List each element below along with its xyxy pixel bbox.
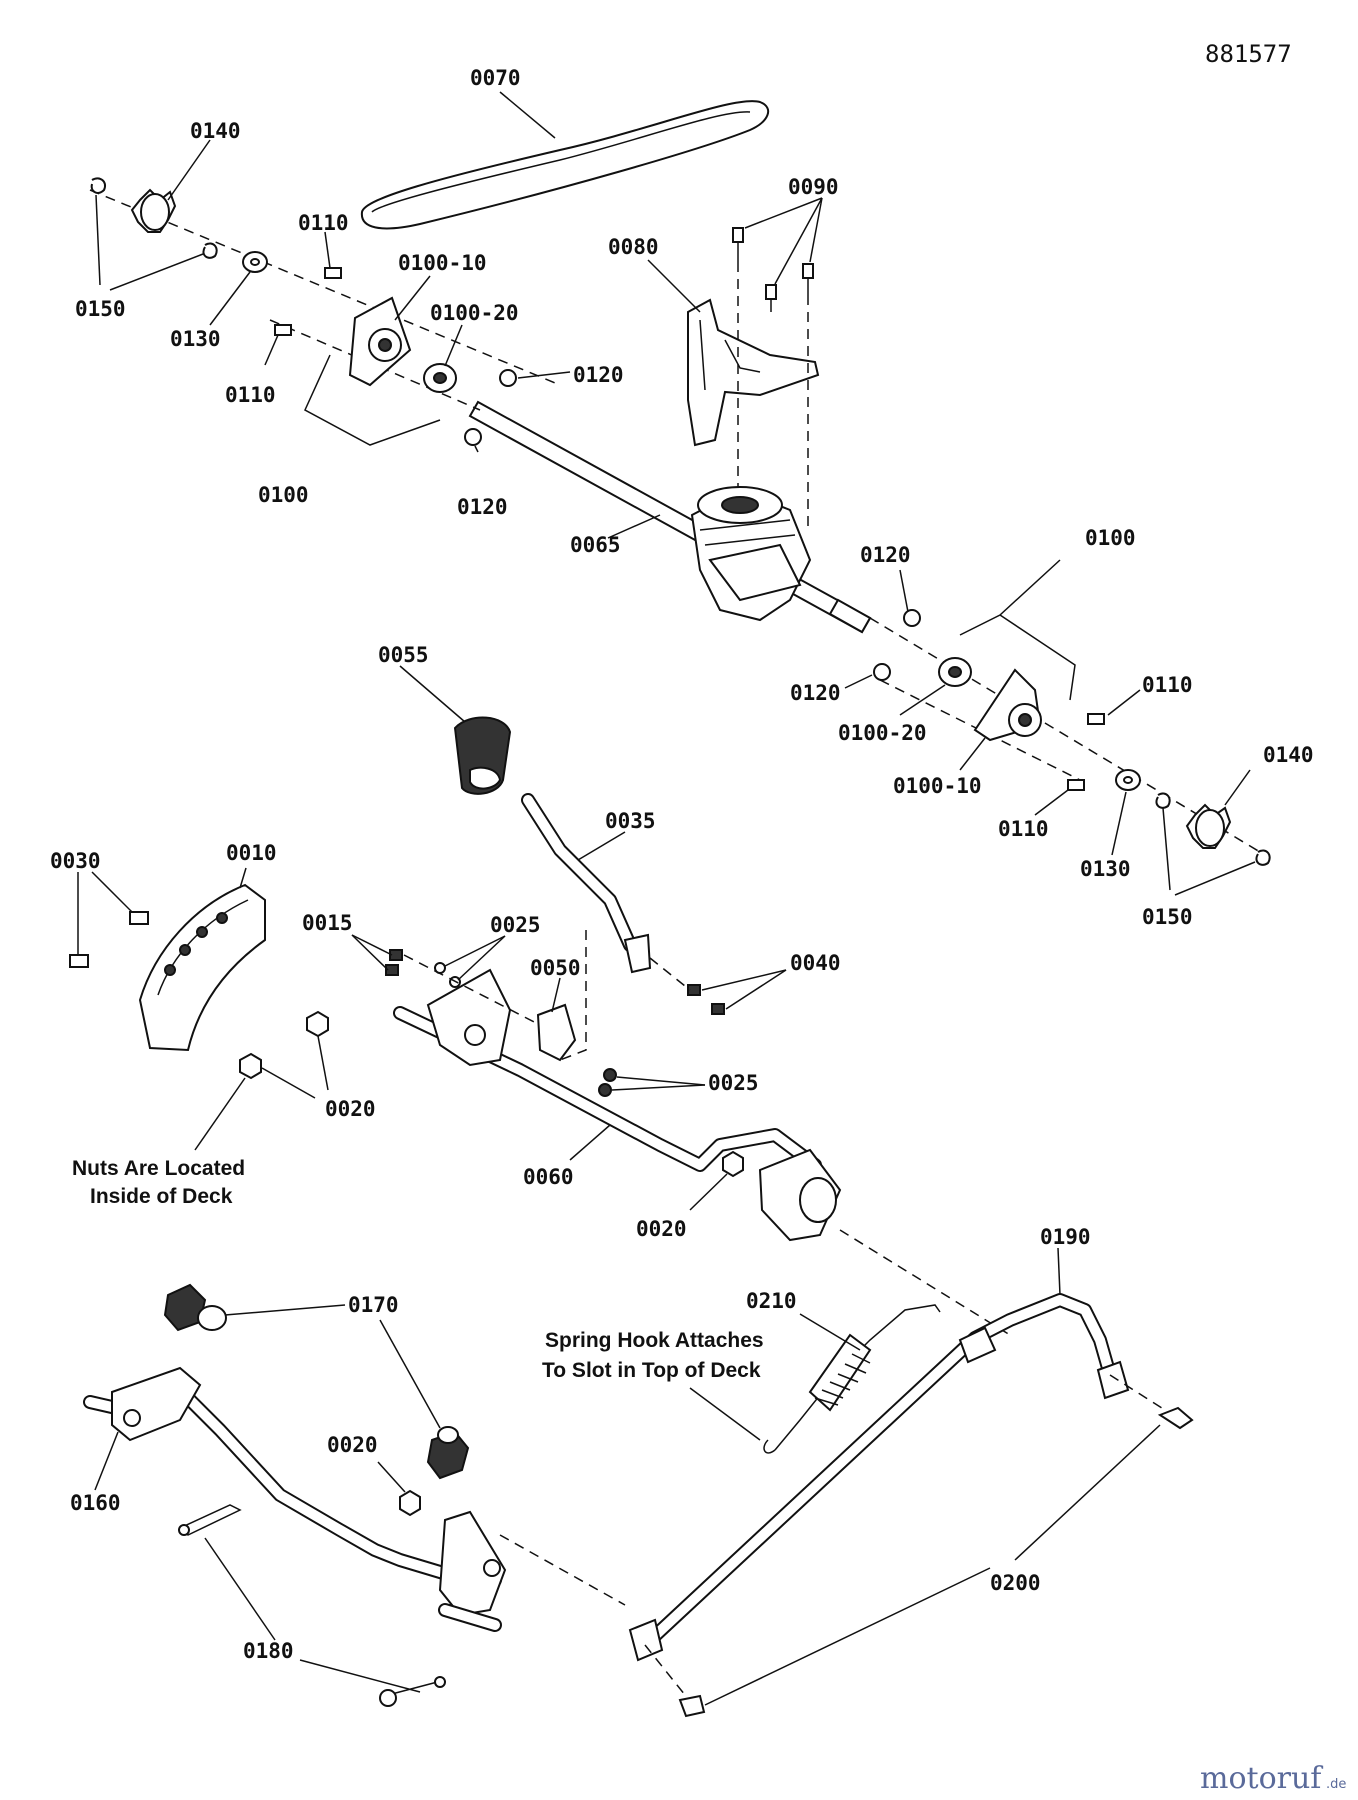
nuts-0020-quadrant [239, 1010, 329, 1080]
shift-knob [453, 716, 512, 795]
label-0065: 0065 [570, 533, 621, 557]
bearing-flange-upper [348, 296, 412, 387]
washer-0130-upper [242, 251, 268, 273]
label-0030: 0030 [50, 849, 101, 873]
nut-0120-upper-b [464, 428, 482, 446]
hairpin-clip [178, 1504, 242, 1536]
label-0035: 0035 [605, 809, 656, 833]
label-0140-right: 0140 [1263, 743, 1314, 767]
label-0140-upper: 0140 [190, 119, 241, 143]
bearing-flange-right [973, 668, 1042, 742]
label-0080: 0080 [608, 235, 659, 259]
watermark-brand: motoruf [1200, 1761, 1323, 1796]
label-0100-10-right: 0100-10 [893, 774, 982, 798]
label-0040: 0040 [790, 951, 841, 975]
label-0090: 0090 [788, 175, 839, 199]
height-adjust-rod [628, 1293, 1130, 1662]
nut-0120-upper-a [499, 369, 517, 387]
document-id: 881577 [1205, 40, 1292, 68]
drive-belt [360, 100, 770, 230]
axle-shaft [468, 400, 872, 634]
label-0110-right-b: 0110 [998, 817, 1049, 841]
bolts-0200 [678, 1406, 1194, 1718]
label-0110-upper-a: 0110 [298, 211, 349, 235]
label-0150-right: 0150 [1142, 905, 1193, 929]
label-0130-upper: 0130 [170, 327, 221, 351]
label-0100-20-upper: 0100-20 [430, 301, 519, 325]
label-0200: 0200 [990, 1571, 1041, 1595]
bushing-upper [163, 1283, 227, 1332]
label-0120-right-b: 0120 [790, 681, 841, 705]
note-nuts-line2: Inside of Deck [90, 1185, 233, 1208]
bolts-0030 [69, 911, 149, 968]
watermark-logo: motoruf .de [1200, 1761, 1346, 1796]
clip-0150-upper-b [202, 242, 218, 259]
extension-spring [763, 1304, 941, 1454]
label-0110-right-a: 0110 [1142, 673, 1193, 697]
nut-0120-right-b [873, 663, 891, 681]
label-0025-upper: 0025 [490, 913, 541, 937]
nut-0020-lower [399, 1489, 421, 1517]
bolts [732, 227, 814, 312]
clevis-pin [379, 1676, 446, 1707]
bolt-0110-upper-b [274, 324, 292, 336]
label-0130-right: 0130 [1080, 857, 1131, 881]
label-0100-right: 0100 [1085, 526, 1136, 550]
bushing-lower [426, 1426, 470, 1480]
label-0160: 0160 [70, 1491, 121, 1515]
label-0190: 0190 [1040, 1225, 1091, 1249]
clip-0150-right-b [1255, 849, 1271, 866]
shift-shaft [393, 968, 842, 1242]
clip-0150-right-a [1155, 792, 1171, 809]
label-0120-upper-a: 0120 [573, 363, 624, 387]
bolts-0040 [687, 984, 725, 1015]
bearing-0100-20-right [938, 657, 972, 687]
label-0170: 0170 [348, 1293, 399, 1317]
shift-lever [521, 793, 652, 974]
bolt-0110-right-b [1067, 779, 1085, 791]
note-nuts-line1: Nuts Are Located [72, 1157, 245, 1180]
label-0025-lower: 0025 [708, 1071, 759, 1095]
note-spring-line1: Spring Hook Attaches [545, 1329, 764, 1352]
shift-quadrant-plate [138, 883, 266, 1052]
nut-0020-shaft [722, 1150, 744, 1178]
screws-0015 [385, 949, 403, 976]
label-0120-upper-b: 0120 [457, 495, 508, 519]
pinion-gear-right [1185, 803, 1232, 849]
transmission-gearbox [690, 486, 812, 622]
label-0180: 0180 [243, 1639, 294, 1663]
bolt-0110-right-a [1087, 713, 1105, 725]
mounting-bracket [687, 298, 820, 447]
label-0015: 0015 [302, 911, 353, 935]
label-0020-quadrant: 0020 [325, 1097, 376, 1121]
label-0100-20-right: 0100-20 [838, 721, 927, 745]
label-0150-upper: 0150 [75, 297, 126, 321]
bracket-0050 [536, 1003, 577, 1062]
label-0050: 0050 [530, 956, 581, 980]
bearing-0100-20-upper [423, 363, 457, 393]
label-0020-shaft: 0020 [636, 1217, 687, 1241]
label-0100-10-upper: 0100-10 [398, 251, 487, 275]
label-0020-lower: 0020 [327, 1433, 378, 1457]
bolt-0110-upper-a [324, 267, 342, 279]
front-axle-lever [83, 1366, 507, 1632]
label-0010: 0010 [226, 841, 277, 865]
label-0060: 0060 [523, 1165, 574, 1189]
label-0055: 0055 [378, 643, 429, 667]
clip-0150-upper-a [90, 177, 106, 194]
washer-0130-right [1115, 769, 1141, 791]
note-spring-line2: To Slot in Top of Deck [542, 1359, 761, 1382]
nuts-0025-upper [434, 962, 461, 988]
watermark-suffix: .de [1326, 1777, 1346, 1792]
nut-0120-right-a [903, 609, 921, 627]
label-0100-upper: 0100 [258, 483, 309, 507]
label-0210: 0210 [746, 1289, 797, 1313]
label-0110-upper-b: 0110 [225, 383, 276, 407]
label-0070: 0070 [470, 66, 521, 90]
label-0120-right-a: 0120 [860, 543, 911, 567]
nuts-0025-lower [598, 1068, 617, 1097]
pinion-gear-upper [130, 188, 177, 233]
